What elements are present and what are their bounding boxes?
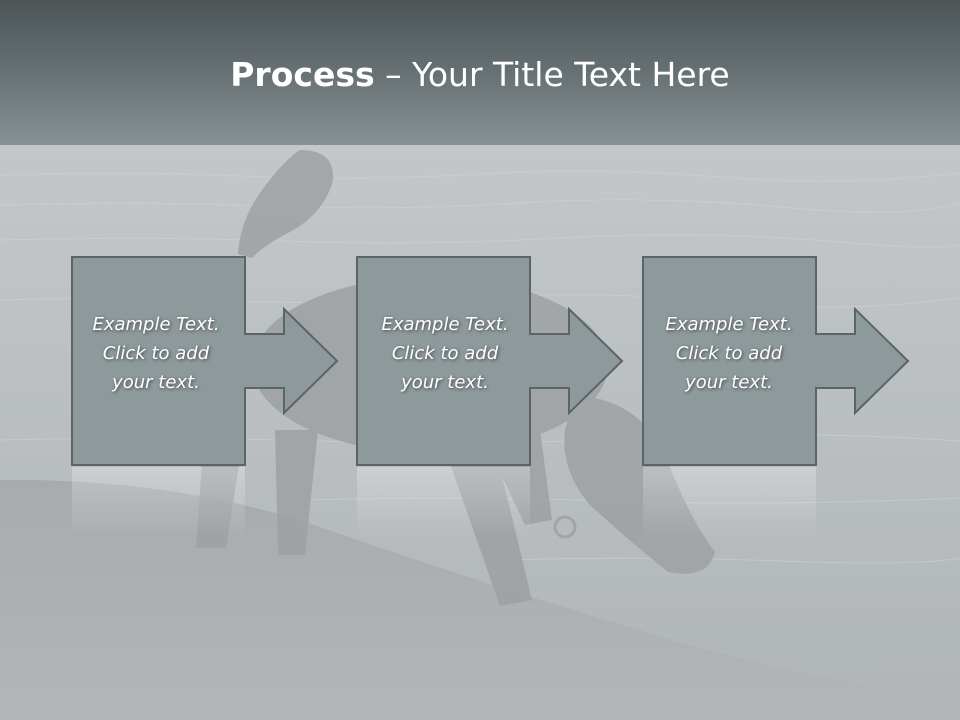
step-3-arrow-box	[642, 256, 910, 466]
step-3-reflection	[643, 467, 816, 537]
process-step-3[interactable]	[642, 256, 910, 537]
step-1-text[interactable]: Example Text. Click to add your text.	[70, 310, 242, 397]
title-rest-part: – Your Title Text Here	[374, 55, 730, 94]
step-1-line-3: your text.	[112, 372, 200, 393]
process-step-1[interactable]	[71, 256, 339, 537]
step-1-line-2: Click to add	[102, 343, 210, 364]
step-2-line-2: Click to add	[391, 343, 499, 364]
step-1-reflection	[72, 467, 245, 537]
step-2-text[interactable]: Example Text. Click to add your text.	[359, 310, 531, 397]
slide-title[interactable]: Process – Your Title Text Here	[0, 52, 960, 98]
step-1-line-1: Example Text.	[92, 314, 220, 335]
step-2-line-1: Example Text.	[381, 314, 509, 335]
process-step-2[interactable]	[356, 256, 624, 537]
title-bold-part: Process	[230, 55, 375, 94]
step-3-text[interactable]: Example Text. Click to add your text.	[643, 310, 815, 397]
step-3-line-2: Click to add	[675, 343, 783, 364]
step-2-reflection	[357, 467, 530, 537]
step-1-arrow-box	[71, 256, 339, 466]
step-3-line-3: your text.	[685, 372, 773, 393]
step-2-line-3: your text.	[401, 372, 489, 393]
step-3-line-1: Example Text.	[665, 314, 793, 335]
step-2-arrow-box	[356, 256, 624, 466]
title-bar: Process – Your Title Text Here	[0, 0, 960, 145]
